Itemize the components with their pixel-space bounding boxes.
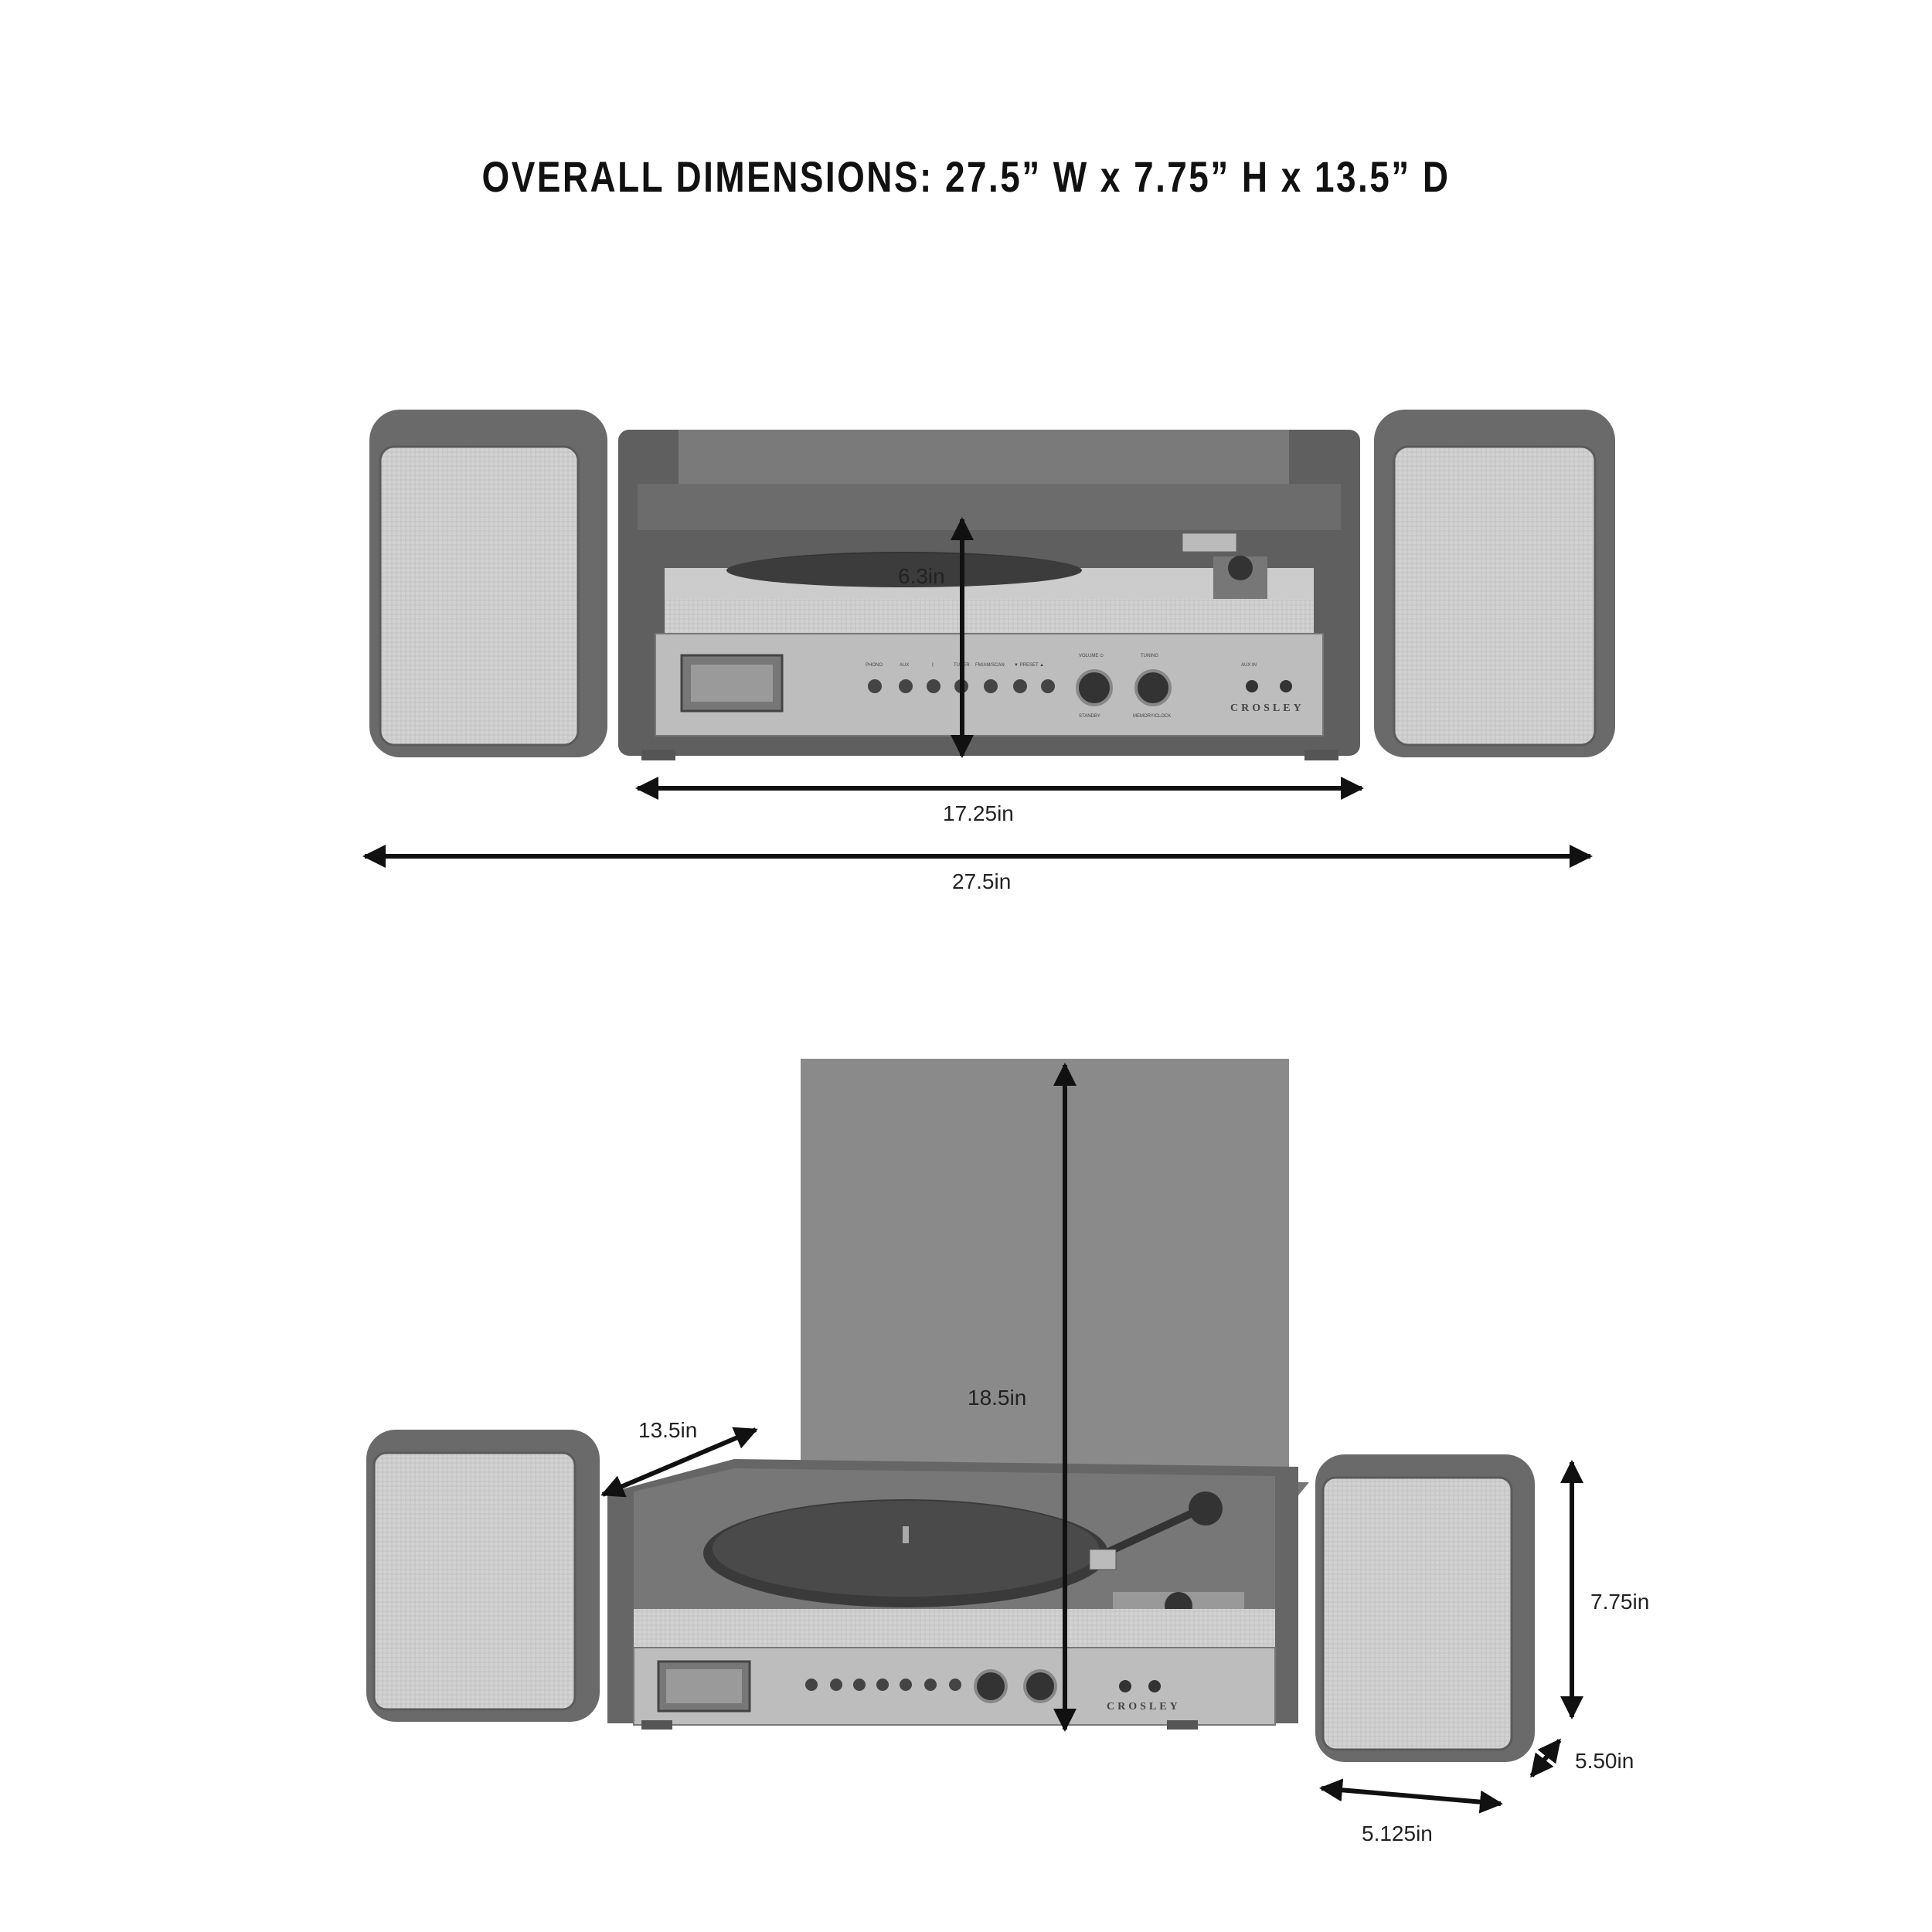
aux-in-jack-open[interactable] (1119, 1680, 1131, 1692)
button[interactable] (949, 1679, 961, 1691)
open-buttons (805, 1679, 961, 1691)
aux-button[interactable] (899, 679, 913, 693)
bluetooth-button[interactable] (927, 679, 940, 693)
left-speaker-open (366, 1430, 600, 1722)
label-memory-clock: MEMORY/CLOCK (1133, 714, 1171, 719)
button[interactable] (805, 1679, 818, 1691)
turntable-unit: PHONO AUX ᛒ TUNER FM/AM/SCAN ▼ PRESET ▲ … (618, 430, 1360, 760)
unit-width-label: 17.25in (943, 801, 1014, 825)
open-lid (801, 1059, 1289, 1482)
label-aux-in: AUX IN (1241, 663, 1257, 668)
lid-open-height-label: 18.5in (968, 1386, 1026, 1410)
button[interactable] (876, 1679, 889, 1691)
label-preset: ▼ PRESET ▲ (1014, 663, 1044, 668)
page-title: OVERALL DIMENSIONS: 27.5” W x 7.75” H x … (481, 152, 1451, 201)
height-label: 6.3in (898, 564, 945, 588)
volume-knob[interactable] (1076, 669, 1113, 706)
headphone-jack-open[interactable] (1148, 1680, 1161, 1692)
brand-logo-open: CROSLEY (1107, 1701, 1181, 1713)
right-speaker (1374, 410, 1615, 757)
button[interactable] (924, 1679, 937, 1691)
label-aux: AUX (900, 663, 909, 668)
speaker-width-label: 5.125in (1362, 1821, 1433, 1845)
label-volume: VOLUME ⏻ (1079, 653, 1104, 658)
label-fm-scan: FM/AM/SCAN (975, 663, 1005, 668)
phono-button[interactable] (868, 679, 882, 693)
speaker-depth-arrow (1529, 1738, 1562, 1778)
button[interactable] (830, 1679, 842, 1691)
volume-knob-open[interactable] (974, 1669, 1008, 1703)
depth-arrow (600, 1427, 758, 1498)
label-standby: STANDBY (1079, 714, 1100, 719)
overall-width-label: 27.5in (952, 869, 1011, 893)
front-view: PHONO AUX ᛒ TUNER FM/AM/SCAN ▼ PRESET ▲ … (362, 410, 1615, 893)
left-speaker (369, 410, 607, 757)
button[interactable] (900, 1679, 912, 1691)
aux-in-jack[interactable] (1246, 680, 1258, 692)
speaker-depth-label: 5.50in (1575, 1749, 1634, 1773)
label-tuning: TUNING (1141, 654, 1158, 658)
tuning-knob-open[interactable] (1023, 1669, 1057, 1703)
speaker-width-arrow (1319, 1778, 1503, 1814)
label-bluetooth: ᛒ (931, 662, 934, 668)
tuning-knob[interactable] (1134, 669, 1172, 706)
fm-scan-button[interactable] (984, 679, 998, 693)
headphone-jack[interactable] (1280, 680, 1292, 692)
turntable-unit-open: CROSLEY (607, 1459, 1298, 1730)
right-speaker-open (1315, 1454, 1535, 1762)
depth-label: 13.5in (638, 1418, 697, 1442)
preset-down-button[interactable] (1013, 679, 1027, 693)
preset-up-button[interactable] (1041, 679, 1055, 693)
open-view: CROSLEY 18.5in 13.5in 7.75in 5.125in 5.5… (366, 1059, 1649, 1845)
button[interactable] (853, 1679, 866, 1691)
label-phono: PHONO (866, 663, 883, 668)
brand-logo: CROSLEY (1230, 702, 1304, 714)
speaker-height-label: 7.75in (1590, 1590, 1649, 1614)
